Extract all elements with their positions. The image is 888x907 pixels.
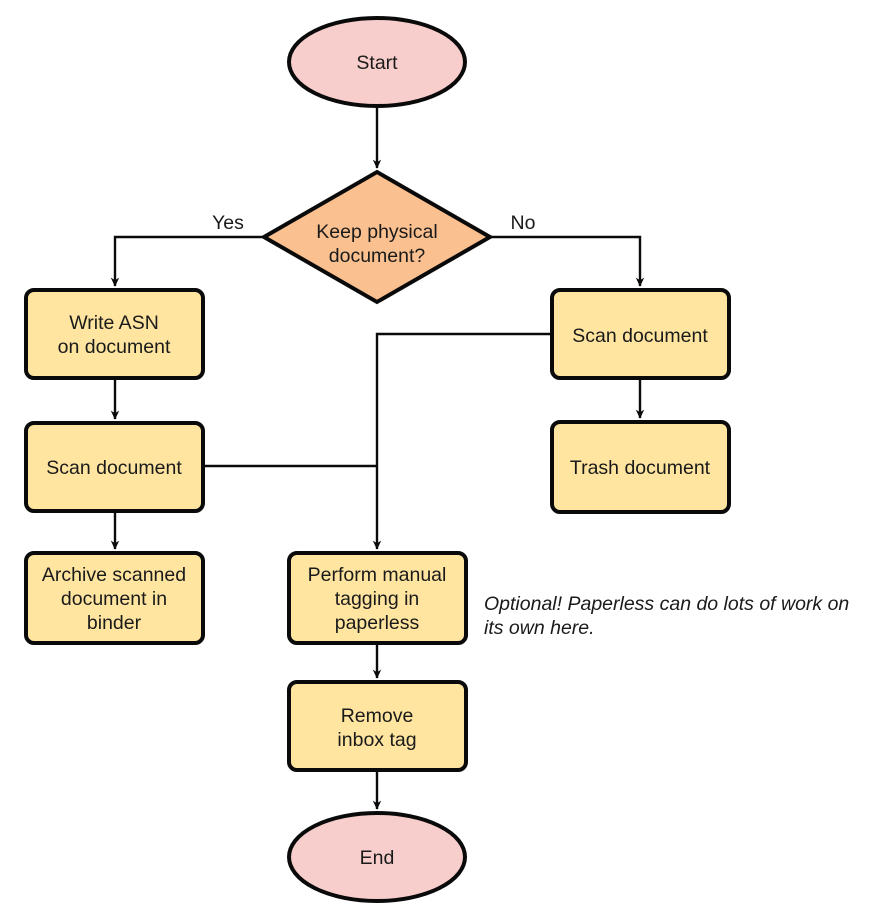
remove-inbox-box [287,680,468,772]
write-asn-label-line2: on document [58,336,171,358]
edge-decision-yes-to-write-asn [110,235,263,287]
archive-box [24,551,205,645]
annotation-optional-note: Optional! Paperless can do lots of work … [484,593,849,639]
node-start[interactable]: Start [287,16,467,108]
tagging-box [287,551,468,645]
node-decision-keep-physical-document[interactable]: Keep physical document? [259,169,495,305]
write-asn-box [24,288,205,380]
start-ellipse [287,16,467,108]
annotation-line1: Optional! Paperless can do lots of work … [484,593,849,615]
archive-label-line1: Archive scanned [42,564,186,586]
node-scan-document-left[interactable]: Scan document [24,421,205,513]
end-ellipse [287,811,467,903]
trash-document-label: Trash document [570,457,711,479]
decision-diamond [259,169,495,305]
decision-label-line2: document? [329,245,426,267]
tagging-label-line3: paperless [335,612,420,634]
node-write-asn[interactable]: Write ASN on document [24,288,205,380]
edge-scan-right-to-tagging [372,332,552,550]
remove-inbox-label-line2: inbox tag [337,729,416,751]
edge-decision-no-to-scan-right [490,235,645,287]
remove-inbox-label-line1: Remove [341,705,414,727]
scan-document-left-label: Scan document [46,457,182,479]
archive-label-line3: binder [87,612,142,634]
scan-document-right-box [550,288,731,380]
tagging-label-line2: tagging in [335,588,420,610]
node-archive-scanned-document[interactable]: Archive scanned document in binder [24,551,205,645]
edge-label-yes: Yes [212,212,244,234]
scan-document-left-box [24,421,205,513]
tagging-label-line1: Perform manual [308,564,447,586]
scan-document-right-label: Scan document [572,325,708,347]
start-label: Start [356,52,398,74]
decision-label-line1: Keep physical [316,221,437,243]
annotation-line2: its own here. [484,617,595,639]
node-scan-document-right[interactable]: Scan document [550,288,731,380]
node-perform-manual-tagging[interactable]: Perform manual tagging in paperless [287,551,468,645]
node-remove-inbox-tag[interactable]: Remove inbox tag [287,680,468,772]
end-label: End [360,847,395,869]
edge-label-no: No [511,212,536,234]
archive-label-line2: document in [61,588,167,610]
trash-document-box [550,420,731,514]
node-end[interactable]: End [287,811,467,903]
write-asn-label-line1: Write ASN [69,312,159,334]
node-trash-document[interactable]: Trash document [550,420,731,514]
